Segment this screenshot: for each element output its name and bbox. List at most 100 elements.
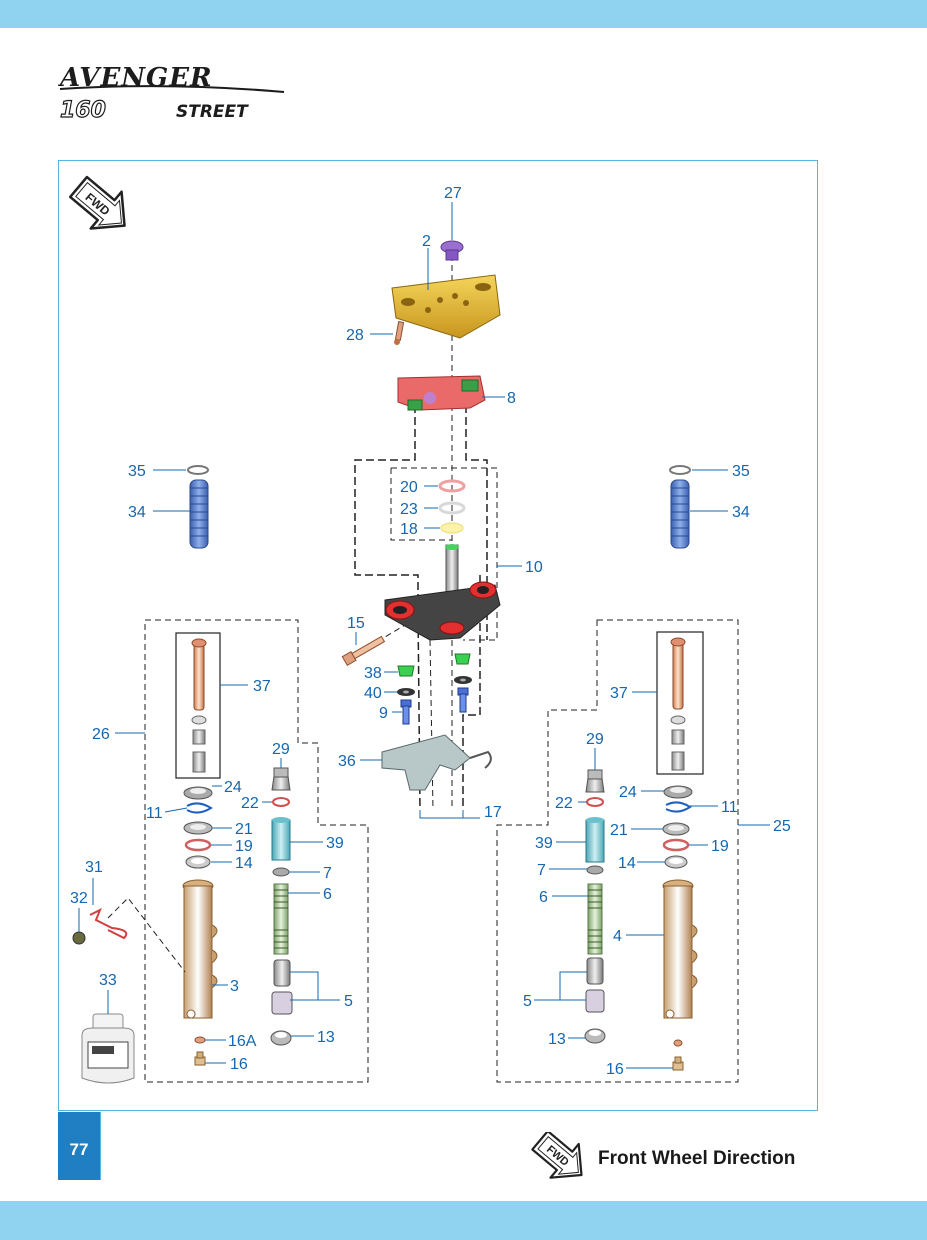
- page-number-badge: 77: [58, 1112, 101, 1180]
- part-36-cable-guide: [381, 734, 492, 791]
- callout-36: 36: [338, 753, 356, 770]
- part-37-left-damper-rod: [191, 638, 207, 773]
- callout-13-right: 13: [548, 1031, 566, 1048]
- part-39-right-spacer: [585, 817, 605, 863]
- callout-9: 9: [379, 705, 388, 722]
- fwd-arrow-icon: FWD: [68, 175, 126, 230]
- part-35-right-clip: [669, 465, 691, 475]
- part-6-left-spring: [273, 883, 289, 955]
- bottom-color-band: [0, 1201, 927, 1240]
- callout-22-right: 22: [555, 795, 573, 812]
- callout-2: 2: [422, 233, 431, 250]
- part-24-right-seal: [663, 785, 693, 799]
- part-23-ring: [438, 501, 466, 515]
- logo-street-text: STREET: [176, 102, 249, 122]
- part-5-left-piston-lower: [271, 991, 293, 1015]
- part-19-left-oring: [184, 838, 212, 852]
- callout-20: 20: [400, 479, 418, 496]
- callout-14-left: 14: [235, 855, 253, 872]
- part-33-oil-bottle: [81, 1013, 135, 1084]
- callout-4: 4: [613, 928, 622, 945]
- part-6-right-spring: [587, 883, 603, 955]
- callout-22-left: 22: [241, 795, 259, 812]
- part-5-right-piston-upper: [586, 957, 604, 985]
- callout-19-left: 19: [235, 838, 253, 855]
- callout-29-right: 29: [586, 731, 604, 748]
- part-19-right-oring: [662, 838, 690, 852]
- legend-text: Front Wheel Direction: [598, 1148, 796, 1169]
- callout-39-left: 39: [326, 835, 344, 852]
- callout-34-left: 34: [128, 504, 146, 521]
- part-2-upper-bracket: [391, 274, 501, 339]
- part-37-right-damper-rod: [670, 637, 686, 771]
- callout-23: 23: [400, 501, 418, 518]
- part-14-left-washer: [185, 855, 211, 869]
- callout-labels: 27 2 28 8 35 34 35 34 20 23 18 10 15 38 …: [70, 185, 791, 1078]
- callout-38: 38: [364, 665, 382, 682]
- callout-27: 27: [444, 185, 462, 202]
- callout-6-right: 6: [539, 889, 548, 906]
- part-22-left-oring: [272, 797, 290, 807]
- part-16a-washer: [194, 1036, 206, 1044]
- diagram-frame: [58, 160, 818, 1111]
- callout-34-right: 34: [732, 504, 750, 521]
- leader-lines: [78, 202, 770, 1069]
- callout-37-right: 37: [610, 685, 628, 702]
- part-21-left-bush: [183, 821, 213, 835]
- callout-3: 3: [230, 978, 239, 995]
- part-8-handlebar-holder: [397, 375, 486, 411]
- callout-14-right: 14: [618, 855, 636, 872]
- part-34-right-boot: [670, 479, 690, 549]
- top-color-band: [0, 0, 927, 28]
- part-5-left-piston-upper: [273, 959, 291, 987]
- callout-28: 28: [346, 327, 364, 344]
- part-34-left-boot: [189, 479, 209, 549]
- callout-11-right: 11: [721, 799, 738, 816]
- callout-15: 15: [347, 615, 365, 632]
- part-7-left-washer: [272, 867, 290, 877]
- callout-19-right: 19: [711, 838, 729, 855]
- part-11-right-circlip: [665, 801, 692, 813]
- callout-21-right: 21: [610, 822, 628, 839]
- fwd-legend: FWD Front Wheel Direction: [528, 1129, 828, 1182]
- part-13-right-seat: [584, 1028, 606, 1044]
- callout-7-left: 7: [323, 865, 332, 882]
- part-15-pinch-bolt: [341, 635, 386, 667]
- part-22-right-oring: [586, 797, 604, 807]
- callout-35-left: 35: [128, 463, 146, 480]
- callout-32: 32: [70, 890, 88, 907]
- part-11-left-circlip: [186, 802, 213, 814]
- callout-25: 25: [773, 818, 791, 835]
- callout-24-left: 24: [224, 779, 242, 796]
- callout-11-left: 11: [146, 805, 163, 822]
- callout-26: 26: [92, 726, 110, 743]
- part-18-ring: [440, 522, 464, 534]
- part-31-spring-clip: [89, 907, 128, 940]
- fwd-legend-arrow-icon: FWD: [531, 1129, 583, 1179]
- callout-39-right: 39: [535, 835, 553, 852]
- callout-13-left: 13: [317, 1029, 335, 1046]
- callout-31: 31: [85, 859, 103, 876]
- part-5-right-piston-lower: [585, 989, 605, 1013]
- callout-37-left: 37: [253, 678, 271, 695]
- callout-18: 18: [400, 521, 418, 538]
- part-29-left-cap: [271, 767, 291, 791]
- callout-7-right: 7: [537, 862, 546, 879]
- part-20-ring: [438, 479, 466, 493]
- part-40-washer: [397, 676, 472, 696]
- callout-17: 17: [484, 804, 502, 821]
- part-21-right-bush: [662, 822, 690, 836]
- callout-5-left: 5: [344, 993, 353, 1010]
- callout-16-left: 16: [230, 1056, 248, 1073]
- part-7-right-washer: [586, 865, 604, 875]
- part-14-right-washer: [664, 855, 688, 869]
- callout-24-right: 24: [619, 784, 637, 801]
- part-27-top-bolt: [440, 240, 464, 261]
- callout-16a: 16A: [228, 1033, 257, 1050]
- part-16-right-bolt: [672, 1039, 684, 1071]
- part-16-left-bolt: [194, 1051, 206, 1066]
- page-number: 77: [69, 1140, 89, 1159]
- callout-35-right: 35: [732, 463, 750, 480]
- callout-5-right: 5: [523, 993, 532, 1010]
